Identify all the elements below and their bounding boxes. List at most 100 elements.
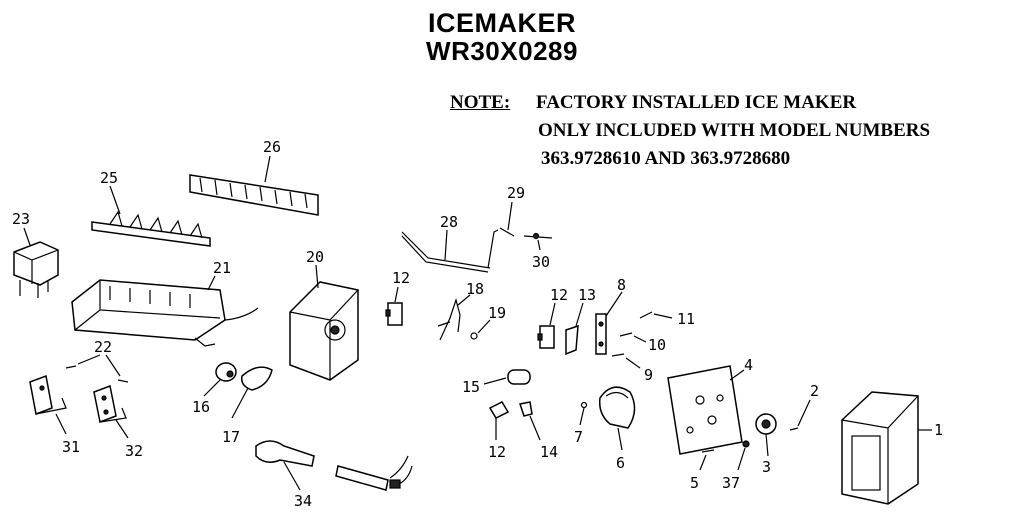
leader-22a — [77, 354, 101, 365]
leader-12b — [549, 302, 556, 326]
leader-18 — [457, 294, 471, 306]
leader-9 — [625, 357, 641, 369]
leader-19 — [477, 319, 491, 334]
callout-9: 9 — [644, 366, 653, 384]
leader-30 — [537, 239, 541, 251]
part-12-switch-c — [488, 401, 510, 419]
leader-17 — [231, 387, 249, 419]
callout-22: 22 — [94, 338, 112, 356]
part-14-clip — [519, 401, 533, 417]
leader-31 — [55, 413, 67, 435]
callout-14: 14 — [540, 443, 558, 461]
callout-18: 18 — [466, 280, 484, 298]
callout-20: 20 — [306, 248, 324, 266]
callout-5: 5 — [690, 474, 699, 492]
callout-6: 6 — [616, 454, 625, 472]
callout-13: 13 — [578, 286, 596, 304]
part-13-contact — [565, 324, 579, 356]
part-37-nut — [742, 440, 750, 448]
leader-34 — [283, 461, 301, 491]
callout-12c: 12 — [488, 443, 506, 461]
leader-6 — [617, 427, 623, 451]
callout-15: 15 — [462, 378, 480, 396]
part-11-screw — [639, 311, 653, 319]
part-8-bracket — [595, 313, 607, 355]
callout-30: 30 — [532, 253, 550, 271]
leader-28 — [444, 229, 448, 261]
part-34-harness — [255, 440, 413, 491]
leader-20 — [315, 264, 319, 289]
leader-25 — [109, 185, 121, 215]
part-17-shield — [240, 366, 273, 391]
callout-23: 23 — [12, 210, 30, 228]
leader-32 — [115, 419, 129, 439]
part-2-screw — [789, 427, 799, 431]
part-3-gear — [755, 413, 777, 435]
callout-19: 19 — [488, 304, 506, 322]
callout-25: 25 — [100, 169, 118, 187]
leader-23 — [23, 227, 31, 246]
callout-2: 2 — [810, 382, 819, 400]
diagram-title: ICEMAKER — [427, 8, 576, 38]
leader-2 — [797, 399, 811, 427]
leader-13 — [575, 302, 584, 327]
callout-32: 32 — [125, 442, 143, 460]
part-25-ejector — [91, 210, 211, 247]
part-32-bracket — [93, 384, 127, 424]
part-9-screw — [611, 353, 625, 357]
callout-17: 17 — [222, 428, 240, 446]
leader-37 — [737, 447, 746, 471]
leader-10 — [633, 335, 647, 343]
leader-3 — [765, 433, 769, 457]
leader-11 — [653, 313, 673, 319]
callout-4: 4 — [744, 356, 753, 374]
part-26-stripper — [189, 174, 319, 216]
callout-8: 8 — [617, 276, 626, 294]
part-18-lever — [437, 297, 461, 341]
part-29-30-clip-screw — [499, 227, 553, 240]
part-number-title: WR30X0289 — [426, 36, 578, 66]
leader-8 — [605, 291, 623, 317]
part-10-screw — [619, 332, 633, 337]
note-label: NOTE: — [450, 92, 511, 113]
callout-16: 16 — [192, 398, 210, 416]
leader-16 — [203, 379, 221, 397]
part-21-ice-mold — [71, 279, 259, 347]
part-22-screw-b — [117, 379, 129, 383]
part-12-switch-a — [385, 302, 403, 326]
part-28-fill-tube — [401, 229, 499, 273]
leader-12a — [394, 286, 399, 303]
leader-15 — [483, 377, 507, 385]
leader-21 — [207, 275, 216, 291]
part-23-bracket — [13, 241, 59, 298]
callout-37: 37 — [722, 474, 740, 492]
leader-29 — [507, 201, 513, 231]
part-16-valve — [215, 362, 237, 382]
leader-14 — [529, 415, 541, 441]
part-15-thermostat — [507, 369, 531, 385]
callout-34: 34 — [294, 492, 312, 510]
part-20-control-housing — [289, 281, 359, 381]
callout-12a: 12 — [392, 269, 410, 287]
leader-26 — [264, 155, 271, 183]
part-5-screw — [701, 449, 715, 453]
leader-7 — [579, 407, 585, 426]
part-19-screw — [470, 332, 478, 340]
part-1-cover — [841, 391, 919, 505]
callout-11: 11 — [677, 310, 695, 328]
callout-12b: 12 — [550, 286, 568, 304]
leader-4 — [729, 369, 745, 381]
part-31-bracket — [29, 374, 67, 416]
callout-1: 1 — [934, 421, 943, 439]
callout-3: 3 — [762, 458, 771, 476]
callout-10: 10 — [648, 336, 666, 354]
leader-22b — [105, 354, 121, 377]
note-line-2: ONLY INCLUDED WITH MODEL NUMBERS — [538, 120, 931, 141]
callout-7: 7 — [574, 428, 583, 446]
callout-29: 29 — [507, 184, 525, 202]
callout-26: 26 — [263, 138, 281, 156]
part-7-screw — [580, 401, 588, 409]
leader-5 — [699, 454, 707, 471]
callout-28: 28 — [440, 213, 458, 231]
callout-21: 21 — [213, 259, 231, 277]
